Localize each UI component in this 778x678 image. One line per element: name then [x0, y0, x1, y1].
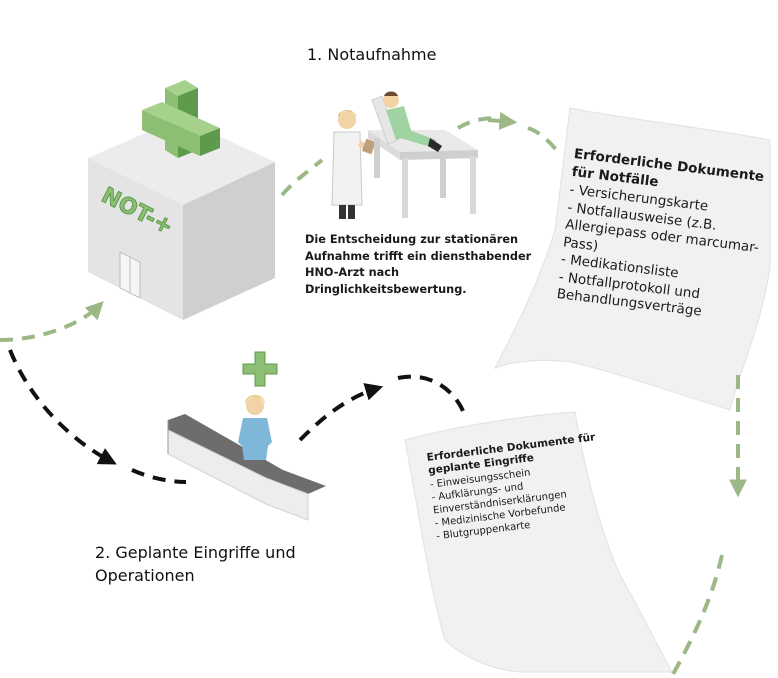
- arrow-reception-to-documents: [298, 383, 384, 442]
- arrow-to-reception-tail: [131, 468, 187, 484]
- emergency-title: 1. Notaufnahme: [307, 45, 437, 64]
- emergency-description: Die Entscheidung zur stationären Aufnahm…: [305, 233, 532, 296]
- arrow-emergency-head: [487, 111, 518, 130]
- emergency-documents: Erforderliche Dokumente für Notfälle - V…: [556, 146, 778, 328]
- arrow-reception-tail: [397, 374, 466, 414]
- arrow-to-reception: [8, 349, 117, 465]
- patient-bed-icon: [368, 91, 478, 218]
- document-planned-sheet: [404, 411, 673, 673]
- planned-title-line2: Operationen: [95, 566, 195, 585]
- emergency-documents-list: - Versicherungskarte - Notfallausweise (…: [556, 182, 774, 329]
- planned-title-line1: 2. Geplante Eingriffe und: [95, 543, 296, 562]
- planned-title: 2. Geplante Eingriffe und Operationen: [95, 541, 335, 587]
- nurse-icon: [238, 395, 272, 460]
- arrow-bottom-right: [670, 554, 724, 677]
- medical-cross-icon: [142, 80, 220, 158]
- arrow-hospital-to-emergency: [280, 158, 324, 197]
- document-emergency-sheet: [493, 107, 771, 411]
- doctor-icon: [331, 110, 376, 219]
- arrow-to-hospital: [0, 301, 104, 342]
- small-medical-cross-icon: [242, 351, 278, 387]
- hospital-building-icon: NOT-+: [88, 118, 275, 320]
